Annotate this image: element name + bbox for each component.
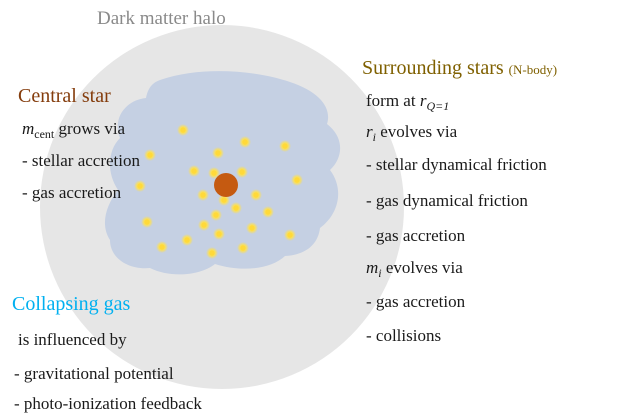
mass-item-collisions: - collisions [366,326,442,345]
surrounding-form-text: form at [366,91,420,110]
surrounding-star-core [184,237,190,243]
radius-item-stellar-friction: - stellar dynamical friction [366,155,547,174]
surrounding-title-note: (N-body) [508,62,558,77]
surrounding-star-core [242,139,248,145]
surrounding-star-core [191,168,197,174]
central-item-stellar-accretion: - stellar accretion [22,151,140,170]
gas-item-photo-ionization: - photo-ionization feedback [14,394,202,413]
surrounding-mass-subscript: i [378,266,382,280]
collapsing-gas-cloud [104,71,341,275]
radius-item-gas-friction: - gas dynamical friction [366,191,528,210]
surrounding-radius-subscript: i [372,130,376,144]
surrounding-star-core [221,197,227,203]
surrounding-mass-symbol: m [366,258,379,277]
central-item-gas-accretion: - gas accretion [22,183,122,202]
collapsing-gas-title: Collapsing gas [12,293,131,315]
surrounding-star-core [209,250,215,256]
surrounding-star-core [249,225,255,231]
surrounding-star-core [137,183,143,189]
surrounding-title-text: Surrounding stars [362,57,504,79]
surrounding-star-core [147,152,153,158]
surrounding-radius-text: evolves via [375,122,458,141]
surrounding-star-core [180,127,186,133]
surrounding-star-core [201,222,207,228]
surrounding-form-subscript: Q=1 [426,99,450,113]
surrounding-star-core [253,192,259,198]
surrounding-star-core [213,212,219,218]
central-star [214,173,238,197]
surrounding-star-core [233,205,239,211]
mass-item-gas-accretion: - gas accretion [366,292,466,311]
central-mass-line: mcent grows via [22,119,125,144]
surrounding-star-core [159,244,165,250]
surrounding-radius-symbol: r [366,122,373,141]
surrounding-star-core [200,192,206,198]
surrounding-star-core [215,150,221,156]
surrounding-star-core [265,209,271,215]
surrounding-mass-text: evolves via [381,258,463,277]
surrounding-star-core [216,231,222,237]
surrounding-star-core [239,169,245,175]
radius-item-gas-accretion: - gas accretion [366,226,466,245]
surrounding-form-symbol: r [419,91,427,110]
surrounding-star-core [294,177,300,183]
surrounding-star-core [211,170,217,176]
surrounding-star-core [287,232,293,238]
surrounding-star-core [144,219,150,225]
central-mass-subscript: cent [34,127,55,141]
surrounding-stars-title: Surrounding stars (N-body) [362,56,557,82]
surrounding-star-core [240,245,246,251]
central-grows-text: grows via [54,119,126,138]
central-mass-symbol: m [22,119,35,138]
gas-intro: is influenced by [18,330,127,349]
surrounding-star-core [282,143,288,149]
surrounding-radius-line: ri evolves via [366,122,457,147]
halo-label: Dark matter halo [97,8,226,29]
central-star-title: Central star [18,85,111,107]
surrounding-form-line: form at rQ=1 [366,91,449,116]
gas-item-gravitational-potential: - gravitational potential [14,364,174,383]
surrounding-mass-line: mi evolves via [366,258,463,283]
